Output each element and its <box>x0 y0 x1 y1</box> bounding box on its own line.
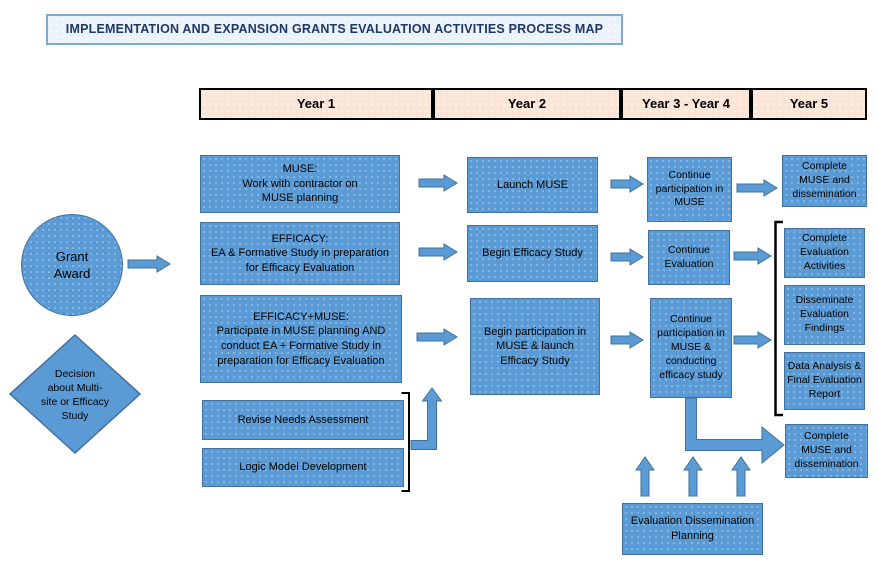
box-begin-efficacy-study: Begin Efficacy Study <box>467 225 598 282</box>
box-logic-model-label: Logic Model Development <box>239 461 367 474</box>
header-year-3-4: Year 3 - Year 4 <box>621 88 751 120</box>
box-complete-muse-bottom: Complete MUSE and dissemination <box>785 424 868 478</box>
decision-diamond-label: Decision about Multi- site or Efficacy S… <box>20 358 130 434</box>
box-eval-dissemination-label: Evaluation Dissemination Planning <box>630 515 755 542</box>
decision-text: Decision about Multi- site or Efficacy S… <box>40 368 110 422</box>
header-year-5-label: Year 5 <box>789 96 829 112</box>
header-year-5: Year 5 <box>751 88 867 120</box>
arrow-continue-to-complete-bottom <box>685 397 785 465</box>
arrow-efficacy-to-begin <box>418 243 458 261</box>
header-year-2-label: Year 2 <box>507 96 547 112</box>
box-continue-muse-efficacy: Continue participation in MUSE & conduct… <box>650 298 732 398</box>
box-begin-participation: Begin participation in MUSE & launch Eff… <box>470 298 600 395</box>
box-evaluation-dissemination-planning: Evaluation Dissemination Planning <box>622 503 763 555</box>
box-efficacy-muse-prep-label: EFFICACY+MUSE: Participate in MUSE plann… <box>216 310 386 367</box>
page-title: IMPLEMENTATION AND EXPANSION GRANTS EVAL… <box>46 14 623 45</box>
box-muse-planning-label: MUSE: Work with contractor on MUSE plann… <box>242 163 358 205</box>
box-revise-needs-assessment: Revise Needs Assessment <box>202 400 404 440</box>
arrow-dissemination-up-1 <box>635 456 655 497</box>
header-year-1-label: Year 1 <box>296 96 336 112</box>
box-efficacy-prep-label: EFFICACY: EA & Formative Study in prepar… <box>211 232 389 274</box>
header-year-2: Year 2 <box>433 88 621 120</box>
box-muse-planning: MUSE: Work with contractor on MUSE plann… <box>200 155 400 213</box>
arrow-beginpart-to-continue <box>610 331 644 349</box>
arrow-muse-to-launch <box>418 174 458 192</box>
box-continue-muse-efficacy-label: Continue participation in MUSE & conduct… <box>657 313 725 381</box>
box-logic-model-development: Logic Model Development <box>202 448 404 487</box>
grant-award-label: Grant Award <box>53 248 91 281</box>
arrow-grant-to-year1 <box>127 255 171 273</box>
box-launch-muse-label: Launch MUSE <box>497 178 568 191</box>
box-revise-needs-label: Revise Needs Assessment <box>237 413 369 426</box>
box-continue-muse: Continue participation in MUSE <box>647 157 732 222</box>
box-data-analysis-report: Data Analysis & Final Evaluation Report <box>784 352 865 410</box>
box-begin-efficacy-label: Begin Efficacy Study <box>482 247 583 260</box>
bracket-year5-group <box>774 220 783 417</box>
box-complete-muse-top-label: Complete MUSE and dissemination <box>792 160 857 200</box>
box-complete-evaluation-label: Complete Evaluation Activities <box>799 232 850 272</box>
arrow-efficacymuse-to-begin <box>416 328 458 346</box>
box-continue-muse-label: Continue participation in MUSE <box>655 168 724 209</box>
box-launch-muse: Launch MUSE <box>467 157 598 213</box>
arrow-launch-to-continue <box>610 175 644 193</box>
box-complete-muse-bottom-label: Complete MUSE and dissemination <box>794 430 859 470</box>
header-year-3-4-label: Year 3 - Year 4 <box>642 96 730 112</box>
box-disseminate-findings: Disseminate Evaluation Findings <box>784 285 865 345</box>
arrow-continuemuse-to-group <box>733 331 772 349</box>
box-complete-muse-top: Complete MUSE and dissemination <box>782 155 867 207</box>
box-complete-evaluation-activities: Complete Evaluation Activities <box>784 228 865 278</box>
box-continue-evaluation-label: Continue Evaluation <box>664 243 714 270</box>
header-year-1: Year 1 <box>199 88 433 120</box>
box-efficacy-muse-prep: EFFICACY+MUSE: Participate in MUSE plann… <box>200 295 402 383</box>
box-data-analysis-label: Data Analysis & Final Evaluation Report <box>787 360 862 400</box>
arrow-begin-to-continue-eval <box>610 248 644 266</box>
box-continue-evaluation: Continue Evaluation <box>648 230 730 285</box>
box-begin-participation-label: Begin participation in MUSE & launch Eff… <box>483 325 587 367</box>
box-disseminate-findings-label: Disseminate Evaluation Findings <box>795 294 854 334</box>
grant-award-circle: Grant Award <box>21 214 123 316</box>
arrow-dissemination-up-2 <box>683 456 703 497</box>
arrow-continueeval-to-group <box>733 247 772 265</box>
page-title-text: IMPLEMENTATION AND EXPANSION GRANTS EVAL… <box>65 22 604 37</box>
arrow-dissemination-up-3 <box>731 456 751 497</box>
arrow-continue-to-complete <box>736 179 778 197</box>
arrow-subtasks-up <box>410 387 443 450</box>
box-efficacy-prep: EFFICACY: EA & Formative Study in prepar… <box>200 222 400 285</box>
